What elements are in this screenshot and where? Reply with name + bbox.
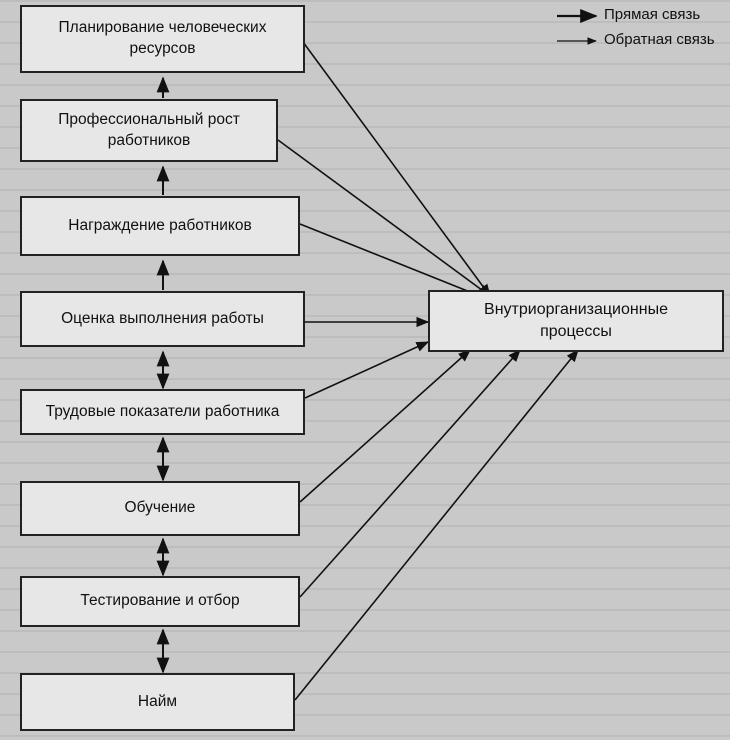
box-internal-line1: Внутриорганизационные — [484, 301, 668, 319]
box-growth-line2: работников — [107, 131, 191, 149]
arrow-growth-to-internal — [277, 139, 492, 297]
box-appraisal-label: Оценка выполнения работы — [61, 309, 264, 327]
box-internal-line2: процессы — [540, 323, 612, 340]
box-growth-line1: Профессиональный рост — [58, 110, 240, 128]
box-selection-label: Тестирование и отбор — [80, 592, 240, 610]
box-performance: Трудовые показатели работника — [20, 389, 305, 435]
box-appraisal: Оценка выполнения работы — [20, 291, 305, 347]
box-planning: Планирование человеческих ресурсов — [20, 5, 305, 73]
box-reward: Награждение работников — [20, 196, 300, 256]
box-hiring-label: Найм — [137, 692, 178, 710]
arrow-performance-to-internal — [304, 341, 430, 399]
box-reward-label: Награждение работников — [68, 216, 252, 234]
arrow-reward-to-internal — [299, 223, 492, 301]
box-performance-label: Трудовые показатели работника — [45, 402, 280, 420]
legend-direct-label: Прямая связь — [604, 6, 701, 23]
arrow-planning-to-internal — [302, 41, 491, 298]
arrow-training-to-internal — [299, 349, 471, 503]
arrow-selection-to-internal — [299, 349, 521, 598]
arrow-hiring-to-internal — [294, 349, 579, 701]
legend-feedback-label: Обратная связь — [604, 31, 715, 48]
box-planning-line1: Планирование человеческих — [58, 19, 267, 37]
box-growth: Профессиональный рост работников — [20, 99, 278, 162]
box-hiring: Найм — [20, 673, 295, 731]
box-training: Обучение — [20, 481, 300, 536]
box-planning-line2: ресурсов — [129, 40, 196, 57]
box-training-label: Обучение — [124, 499, 196, 517]
box-internal-processes: Внутриорганизационные процессы — [428, 290, 724, 352]
box-selection: Тестирование и отбор — [20, 576, 300, 627]
